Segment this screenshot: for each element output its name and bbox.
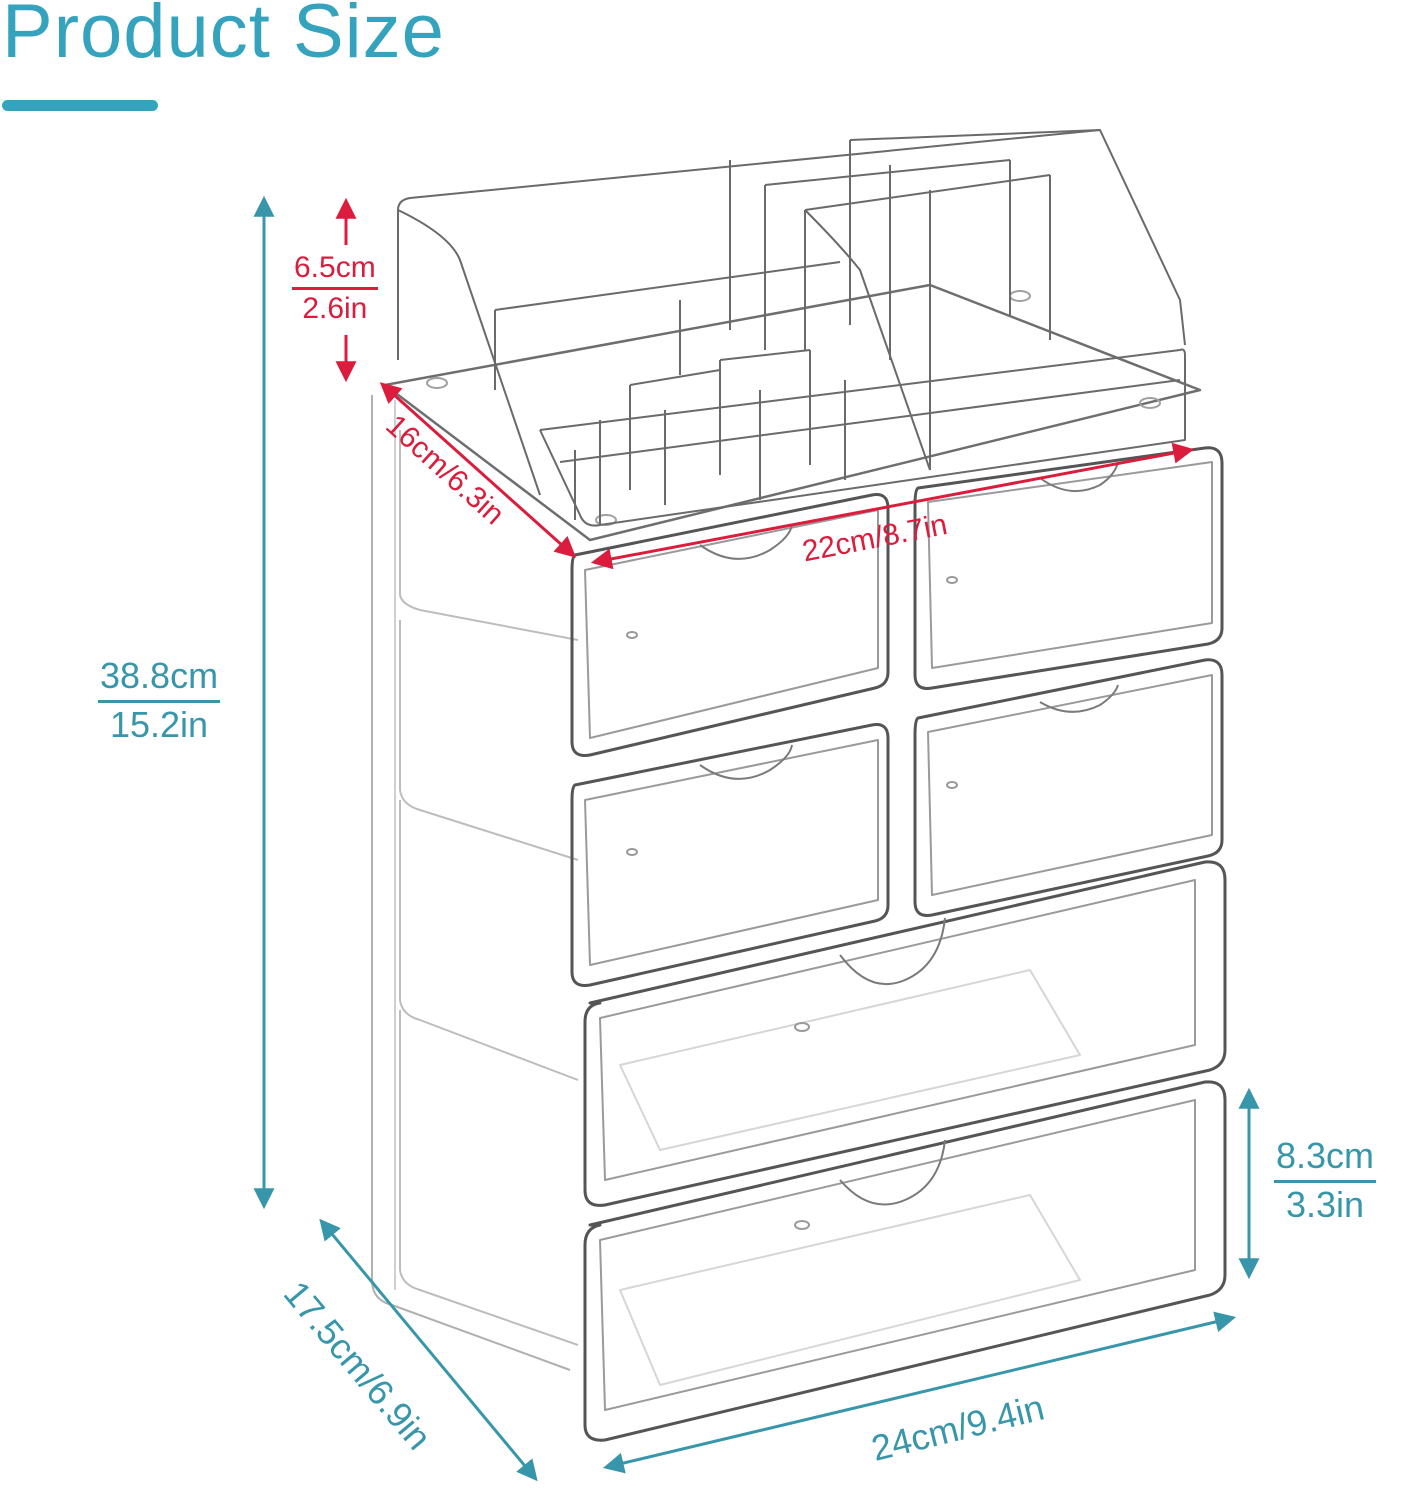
drawer-height-imperial: 3.3in — [1285, 1184, 1365, 1225]
base-depth-arrow — [319, 1218, 538, 1482]
tray-width-arrow — [590, 442, 1195, 570]
drawer-height-label: 8.3cm 3.3in — [1274, 1138, 1377, 1225]
lid-plate — [383, 283, 1202, 542]
page-title: Product Size — [2, 0, 445, 74]
drawer-height-metric: 8.3cm — [1274, 1138, 1377, 1183]
total-height-label: 38.8cm 15.2in — [98, 658, 221, 745]
dimension-lines — [253, 195, 1260, 1482]
base-width-arrow — [602, 1311, 1237, 1474]
tray-height-imperial: 2.6in — [302, 292, 368, 325]
organizer-body — [371, 129, 1227, 1442]
drawer-row-4 — [399, 1010, 1227, 1442]
total-height-metric: 38.8cm — [98, 658, 221, 703]
drawer-row-3 — [399, 800, 1227, 1207]
tray-height-metric: 6.5cm — [292, 253, 378, 290]
drawer-row-2 — [399, 620, 1224, 987]
tray-depth-arrow — [379, 382, 577, 558]
title-underline — [2, 100, 158, 111]
tray-height-label: 6.5cm 2.6in — [292, 253, 378, 324]
total-height-imperial: 15.2in — [109, 704, 209, 745]
